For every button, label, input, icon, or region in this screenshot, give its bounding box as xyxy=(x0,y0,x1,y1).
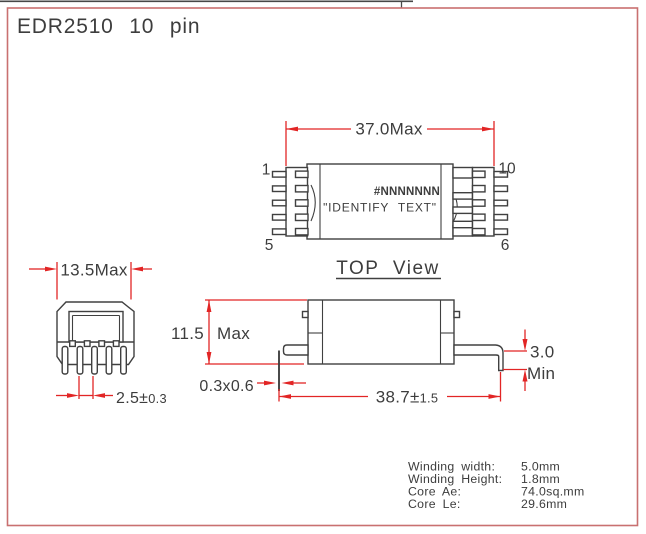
winding-arc-left xyxy=(310,184,316,222)
dim-pin-section: 0.3x0.6 xyxy=(199,378,306,395)
spec-label: Core Ae: xyxy=(408,485,461,499)
dim-height: 11.5 Max xyxy=(171,299,307,365)
end-view-header-notches xyxy=(68,340,120,348)
top-view-body xyxy=(306,163,454,240)
pin-number-1: 1 xyxy=(262,162,271,179)
end-view-window xyxy=(68,310,124,343)
dim-standoff-value: 3.0 xyxy=(530,343,555,362)
dim-length: 38.7±1.5 xyxy=(278,372,502,407)
pin-number-6: 6 xyxy=(501,237,510,254)
spec-label: Winding width: xyxy=(408,460,495,474)
spec-label: Winding Height: xyxy=(408,472,502,486)
spec-value: 5.0mm xyxy=(521,460,560,474)
side-view-pin-left xyxy=(282,344,309,356)
spec-value: 29.6mm xyxy=(521,497,567,511)
dim-standoff-suffix: Min xyxy=(527,364,555,383)
side-view-pin-right xyxy=(453,344,504,372)
top-view: 37.0Max xyxy=(262,120,516,280)
dim-pin-pitch: 2.5±0.3 xyxy=(56,376,167,407)
spec-value: 1.8mm xyxy=(521,472,560,486)
sheet-border xyxy=(6,7,639,527)
dim-length-text: 38.7±1.5 xyxy=(376,388,439,407)
dim-height-suffix: Max xyxy=(217,324,250,343)
dim-pin-pitch-text: 2.5±0.3 xyxy=(116,390,167,407)
marking-identify: "IDENTIFY TEXT" xyxy=(323,201,437,215)
spec-table: Winding width: 5.0mm Winding Height: 1.8… xyxy=(408,460,585,512)
pin-number-10: 10 xyxy=(498,161,516,178)
marking-serial: #NNNNNNN xyxy=(374,186,440,198)
top-view-label: TOP View xyxy=(336,258,440,279)
dim-overall-width-text: 37.0Max xyxy=(355,120,423,139)
pin-number-5: 5 xyxy=(265,237,274,254)
drawing-title: EDR2510 10 pin xyxy=(17,15,200,38)
side-view-stub-left xyxy=(301,310,309,319)
dim-end-width: 13.5Max xyxy=(29,261,152,300)
dim-end-width-text: 13.5Max xyxy=(60,261,128,280)
end-view-pins xyxy=(61,345,127,375)
dim-pin-section-text: 0.3x0.6 xyxy=(199,378,254,395)
dim-overall-width: 37.0Max xyxy=(285,120,495,166)
spec-value: 74.0sq.mm xyxy=(521,485,585,499)
top-view-right-pins xyxy=(493,170,509,236)
end-view: 13.5Max xyxy=(29,261,167,407)
top-view-left-pins xyxy=(271,170,287,236)
top-view-right-flange xyxy=(452,166,495,237)
top-view-left-flange xyxy=(285,166,309,237)
side-view: 11.5 Max 0.3x0.6 xyxy=(171,299,555,407)
dim-height-value: 11.5 xyxy=(171,324,204,343)
dim-standoff: 3.0 Min xyxy=(503,329,555,391)
side-view-stub-right xyxy=(453,310,461,319)
side-view-body xyxy=(307,299,455,365)
spec-label: Core Le: xyxy=(408,497,461,511)
